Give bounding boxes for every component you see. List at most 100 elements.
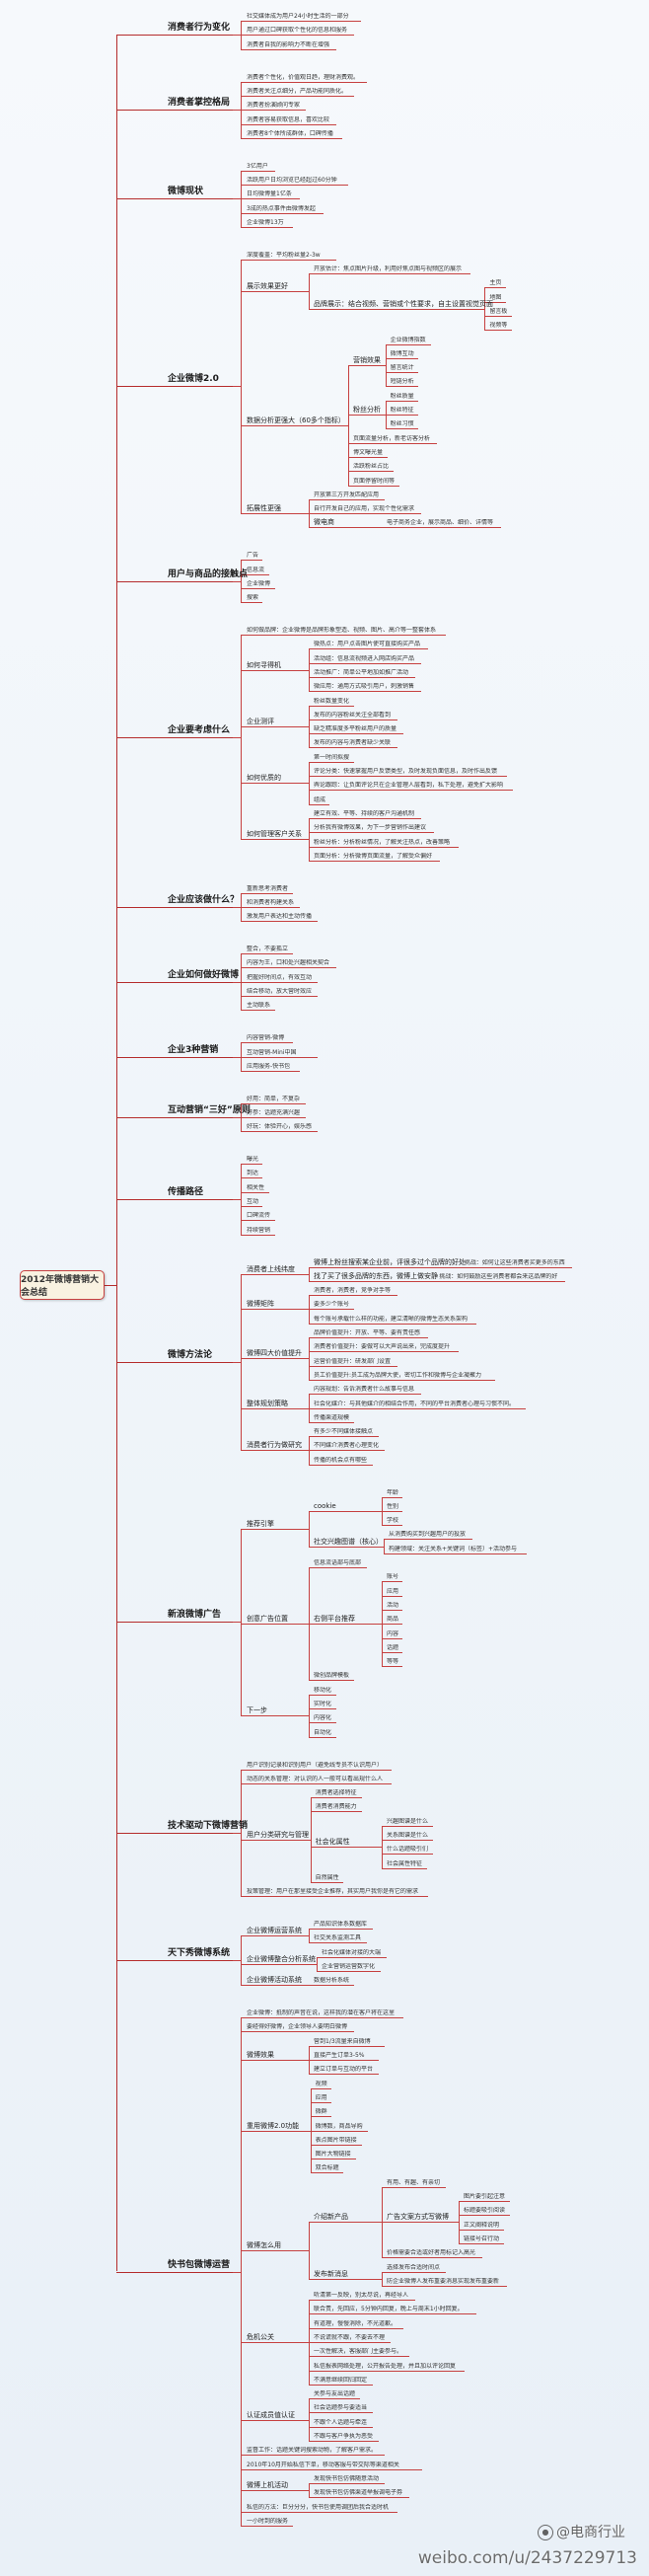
leaf-underline: [314, 2497, 409, 2499]
connector-line: [382, 1510, 387, 1512]
node-label: 危机公关: [247, 2332, 274, 2341]
leaf-underline: [247, 996, 319, 998]
connector-line: [241, 1273, 247, 1275]
leaf-label: 等等: [387, 1658, 399, 1666]
leaf-underline: [314, 790, 514, 792]
connector-line: [382, 1854, 387, 1856]
leaf-label: 企业微博指数: [390, 336, 426, 343]
leaf-underline: [314, 498, 386, 500]
leaf-underline: [314, 1351, 459, 1353]
leaf-label: 什么话题吸引们: [387, 1846, 429, 1854]
node-underline: [247, 1624, 291, 1626]
leaf-underline: [247, 81, 367, 83]
node-label: 消费者行为做研究: [247, 1441, 302, 1450]
connector-line: [348, 415, 353, 417]
leaf-underline: [387, 1637, 403, 1639]
leaf-label: 自然属性: [315, 1873, 339, 1881]
connector-line: [310, 1797, 316, 1799]
leaf-underline: [314, 662, 422, 664]
leaf-label: 相关性: [247, 1183, 265, 1191]
connector-line: [309, 1708, 314, 1710]
branch-label: 技术驱动下微博营销: [168, 1820, 249, 1831]
connector-line: [241, 2341, 247, 2343]
connector-line: [241, 198, 247, 200]
connector-line: [449, 2222, 459, 2224]
leaf-label: 信息流语部与底部: [314, 1559, 362, 1567]
leaf-label: 日均微博量1亿条: [247, 190, 292, 198]
branch-label: 用户与商品的接触点: [168, 568, 249, 579]
branch-underline: [168, 1832, 233, 1834]
leaf-label: 3亿用户: [247, 162, 268, 170]
branch-label: 企业应该做什么？: [168, 894, 240, 905]
leaf-underline: [314, 860, 440, 862]
leaf-underline: [390, 415, 419, 417]
connector-line: [241, 725, 247, 727]
connector-line: [241, 573, 247, 575]
branch-label: 传播路径: [168, 1186, 204, 1197]
leaf-underline: [387, 2271, 446, 2273]
leaf-label: 博文曝光量: [353, 448, 384, 456]
trunk-line: [116, 35, 117, 2272]
connector-line: [277, 725, 309, 727]
connector-line: [241, 290, 247, 292]
connector-line: [241, 1102, 247, 1104]
connector-line: [241, 513, 247, 515]
connector-line: [351, 2222, 382, 2224]
connector-line: [309, 1929, 314, 1931]
connector-line: [348, 485, 353, 487]
leaf-underline: [247, 1131, 319, 1133]
leaf-underline: [387, 1840, 434, 1842]
connector-line: [309, 2300, 314, 2302]
branch-underline: [168, 35, 233, 37]
leaf-label: 关参与友出话题: [314, 2390, 356, 2398]
leaf-label: 账号: [387, 1573, 399, 1581]
branch-label: 微博方法论: [168, 1350, 213, 1361]
leaf-label: 社交媒体成为用户24小时生活的一部分: [247, 13, 349, 21]
leaf-label: 发布的内容与消费者缺少关联: [314, 739, 392, 747]
leaf-underline: [464, 1266, 573, 1268]
branch-label: 企业3种营销: [168, 1044, 219, 1055]
leaf-underline: [390, 357, 419, 359]
leaf-underline: [314, 1379, 495, 1381]
leaf-underline: [247, 137, 342, 139]
leaf-underline: [314, 832, 434, 834]
branch-underline: [168, 1117, 233, 1119]
leaf-underline: [247, 573, 269, 575]
leaf-label: 留言板: [489, 307, 508, 315]
connector-line: [241, 1164, 242, 1235]
node-label: 下一步: [247, 1706, 267, 1715]
connector-line: [309, 1722, 314, 1724]
node-label: 创意广告位置: [247, 1615, 288, 1624]
connector-line: [310, 2130, 316, 2132]
leaf-underline: [247, 1056, 319, 1058]
connector-line: [241, 1528, 247, 1530]
leaf-label: 主动联系: [247, 1002, 271, 1010]
connector-line: [241, 1177, 247, 1179]
node-label: 社会化属性: [315, 1838, 350, 1847]
leaf-underline: [314, 1337, 428, 1339]
node-underline: [247, 1358, 304, 1360]
leaf-underline: [314, 2313, 477, 2315]
connector-line: [277, 1528, 309, 1530]
connector-line: [309, 2341, 314, 2343]
leaf-underline: [390, 428, 419, 430]
leaf-label: 内容化: [314, 1714, 332, 1722]
connector-line: [296, 1273, 309, 1275]
connector-line: [309, 1567, 314, 1569]
leaf-label: 有道理，慢慢消除，不光道歉。: [314, 2319, 397, 2327]
connector-line: [317, 1956, 322, 1958]
leaf-label: 活跃粉丝占比: [353, 463, 390, 471]
node-underline: [315, 1847, 353, 1849]
connector-line: [348, 471, 353, 473]
connector-line: [309, 2045, 314, 2047]
connector-line: [241, 1070, 247, 1072]
leaf-label: 私信的方法：巨分分分，快书包使用调团后我合适时机: [247, 2503, 390, 2511]
leaf-label: 不满意继续回归回定: [314, 2376, 368, 2384]
connector-line: [233, 1622, 241, 1624]
connector-line: [382, 2257, 387, 2259]
leaf-label: 粉丝质量: [390, 392, 414, 400]
leaf-label: 社会化媒体对接的大端: [322, 1948, 382, 1956]
node-underline: [247, 1840, 310, 1842]
connector-line: [303, 1935, 309, 1937]
connector-line: [309, 2412, 314, 2414]
